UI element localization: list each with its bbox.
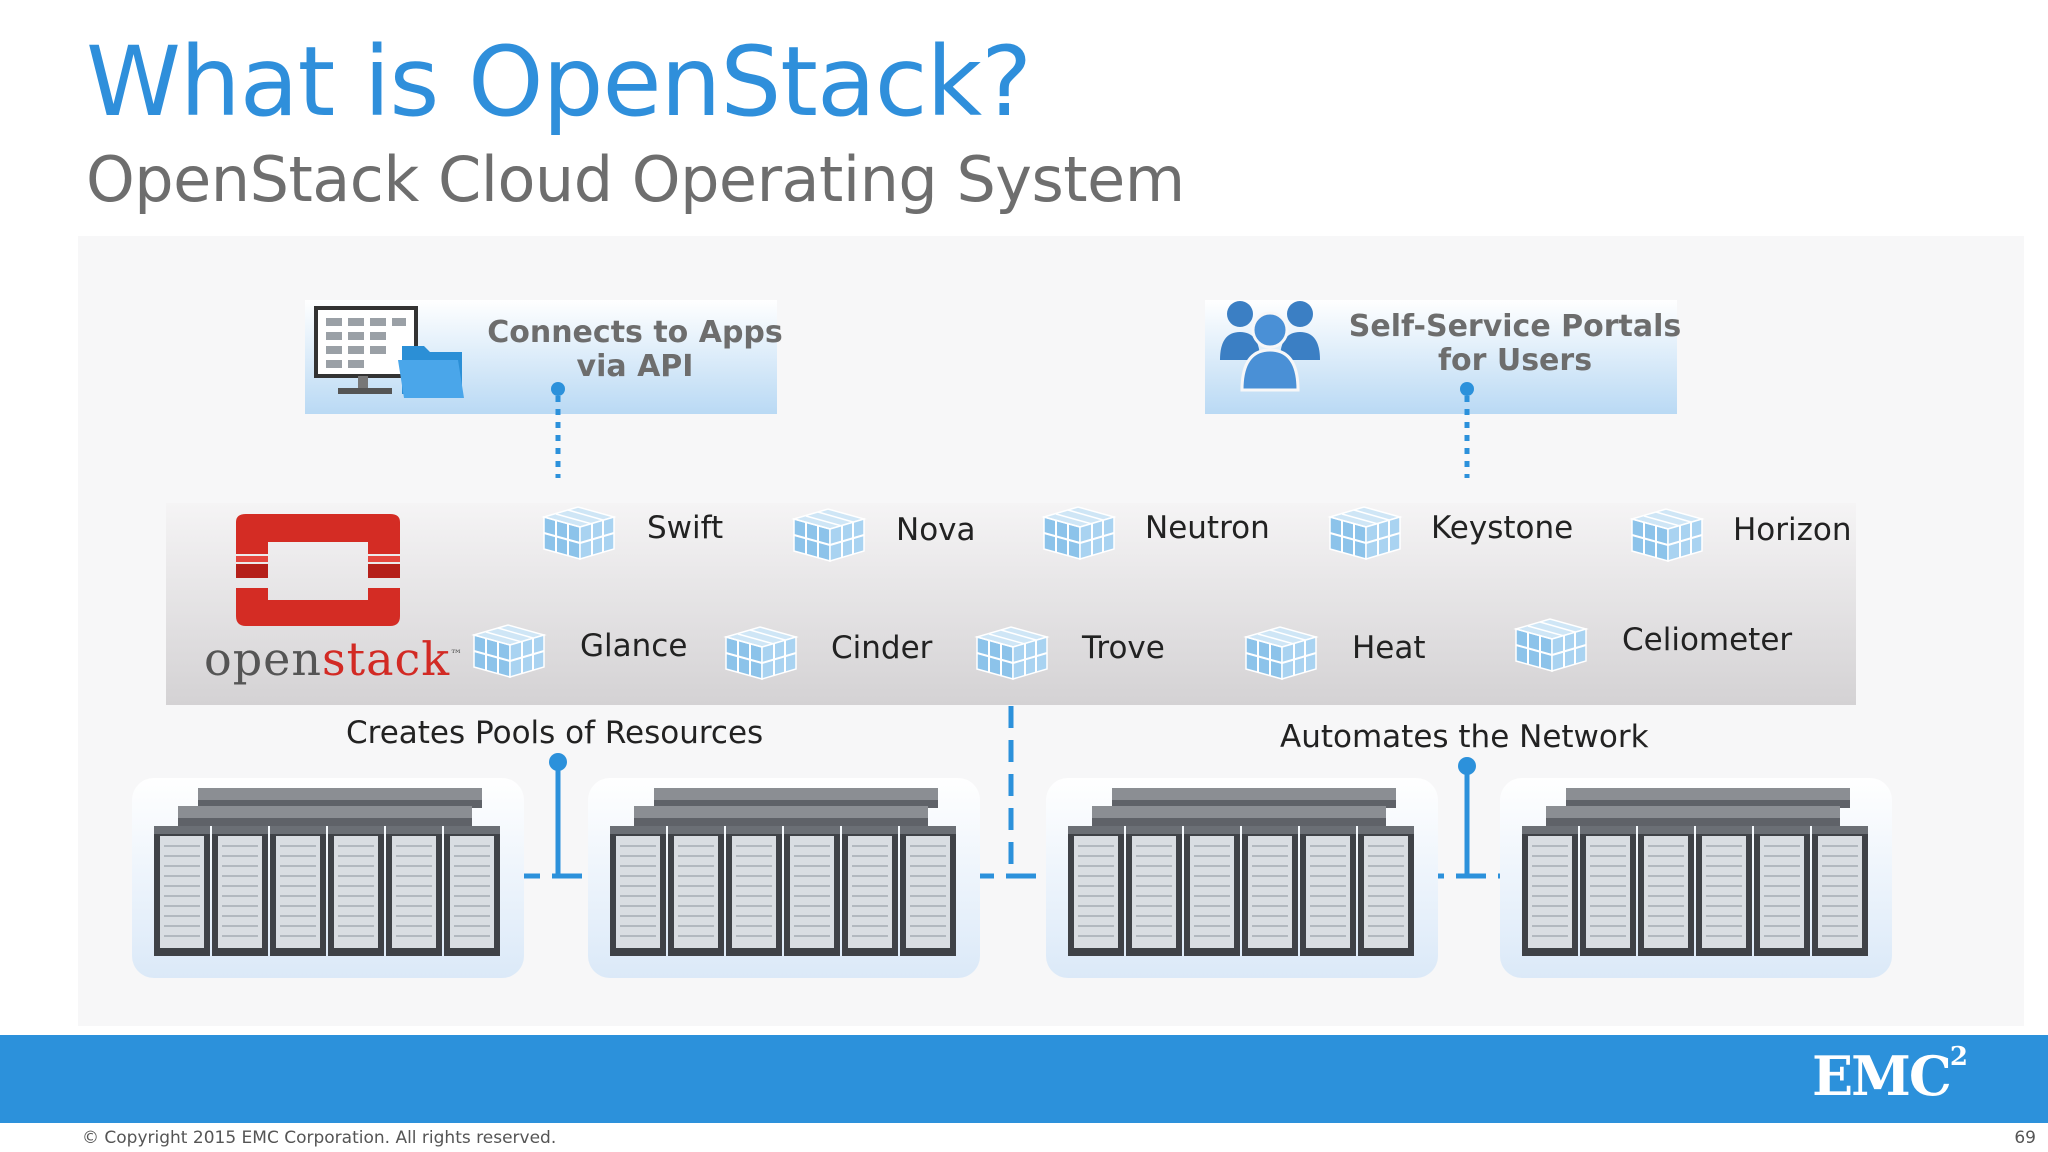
- slide-title: What is OpenStack?: [86, 26, 1032, 138]
- service-keystone: Keystone: [1431, 510, 1574, 546]
- openstack-logo-icon: [236, 514, 400, 626]
- service-neutron: Neutron: [1145, 510, 1270, 546]
- swift-cube-icon: [543, 506, 615, 560]
- service-heat: Heat: [1352, 630, 1426, 666]
- slide-subtitle: OpenStack Cloud Operating System: [86, 143, 1185, 216]
- heat-cube-icon: [1245, 626, 1317, 680]
- api-connector-dot: [551, 382, 565, 396]
- emc-logo: EMC2: [1811, 1042, 1968, 1108]
- page-number: 69: [2014, 1128, 2036, 1148]
- glance-cube-icon: [473, 624, 545, 678]
- apps-api-text: Connects to Apps via API: [480, 316, 790, 384]
- service-horizon: Horizon: [1733, 512, 1852, 548]
- service-celiometer: Celiometer: [1622, 622, 1793, 658]
- celiometer-cube-icon: [1515, 618, 1587, 672]
- server-rack-group-1: [132, 778, 524, 978]
- cinder-cube-icon: [725, 626, 797, 680]
- logo-part-stack: stack: [322, 632, 451, 686]
- nova-cube-icon: [793, 508, 865, 562]
- caption-network: Automates the Network: [1280, 719, 1649, 755]
- logo-part-open: open: [204, 632, 322, 686]
- self-service-text: Self-Service Portals for Users: [1340, 310, 1690, 378]
- portal-connector-dot: [1460, 382, 1474, 396]
- neutron-cube-icon: [1043, 506, 1115, 560]
- logo-tm: ™: [450, 647, 464, 662]
- service-glance: Glance: [580, 628, 688, 664]
- footer-bar: [0, 1035, 2048, 1123]
- service-trove: Trove: [1082, 630, 1165, 666]
- service-cinder: Cinder: [831, 630, 933, 666]
- openstack-wordmark: openstack™: [204, 632, 463, 686]
- users-group-icon: [1220, 301, 1320, 392]
- caption-pools: Creates Pools of Resources: [346, 715, 764, 751]
- keystone-cube-icon: [1329, 506, 1401, 560]
- server-rack-group-3: [1046, 778, 1438, 978]
- self-service-line2: for Users: [1437, 343, 1593, 378]
- self-service-line1: Self-Service Portals: [1348, 309, 1682, 344]
- server-rack-group-4: [1500, 778, 1892, 978]
- monitor-folder-icon: [314, 306, 464, 398]
- trove-cube-icon: [976, 626, 1048, 680]
- apps-api-line2: via API: [576, 349, 694, 384]
- horizon-cube-icon: [1631, 508, 1703, 562]
- emc-logo-sup: 2: [1949, 1042, 1968, 1072]
- apps-api-line1: Connects to Apps: [487, 315, 783, 350]
- service-nova: Nova: [896, 512, 976, 548]
- emc-logo-text: EMC: [1811, 1044, 1952, 1108]
- service-swift: Swift: [647, 510, 724, 546]
- server-rack-group-2: [588, 778, 980, 978]
- copyright-text: © Copyright 2015 EMC Corporation. All ri…: [82, 1128, 557, 1148]
